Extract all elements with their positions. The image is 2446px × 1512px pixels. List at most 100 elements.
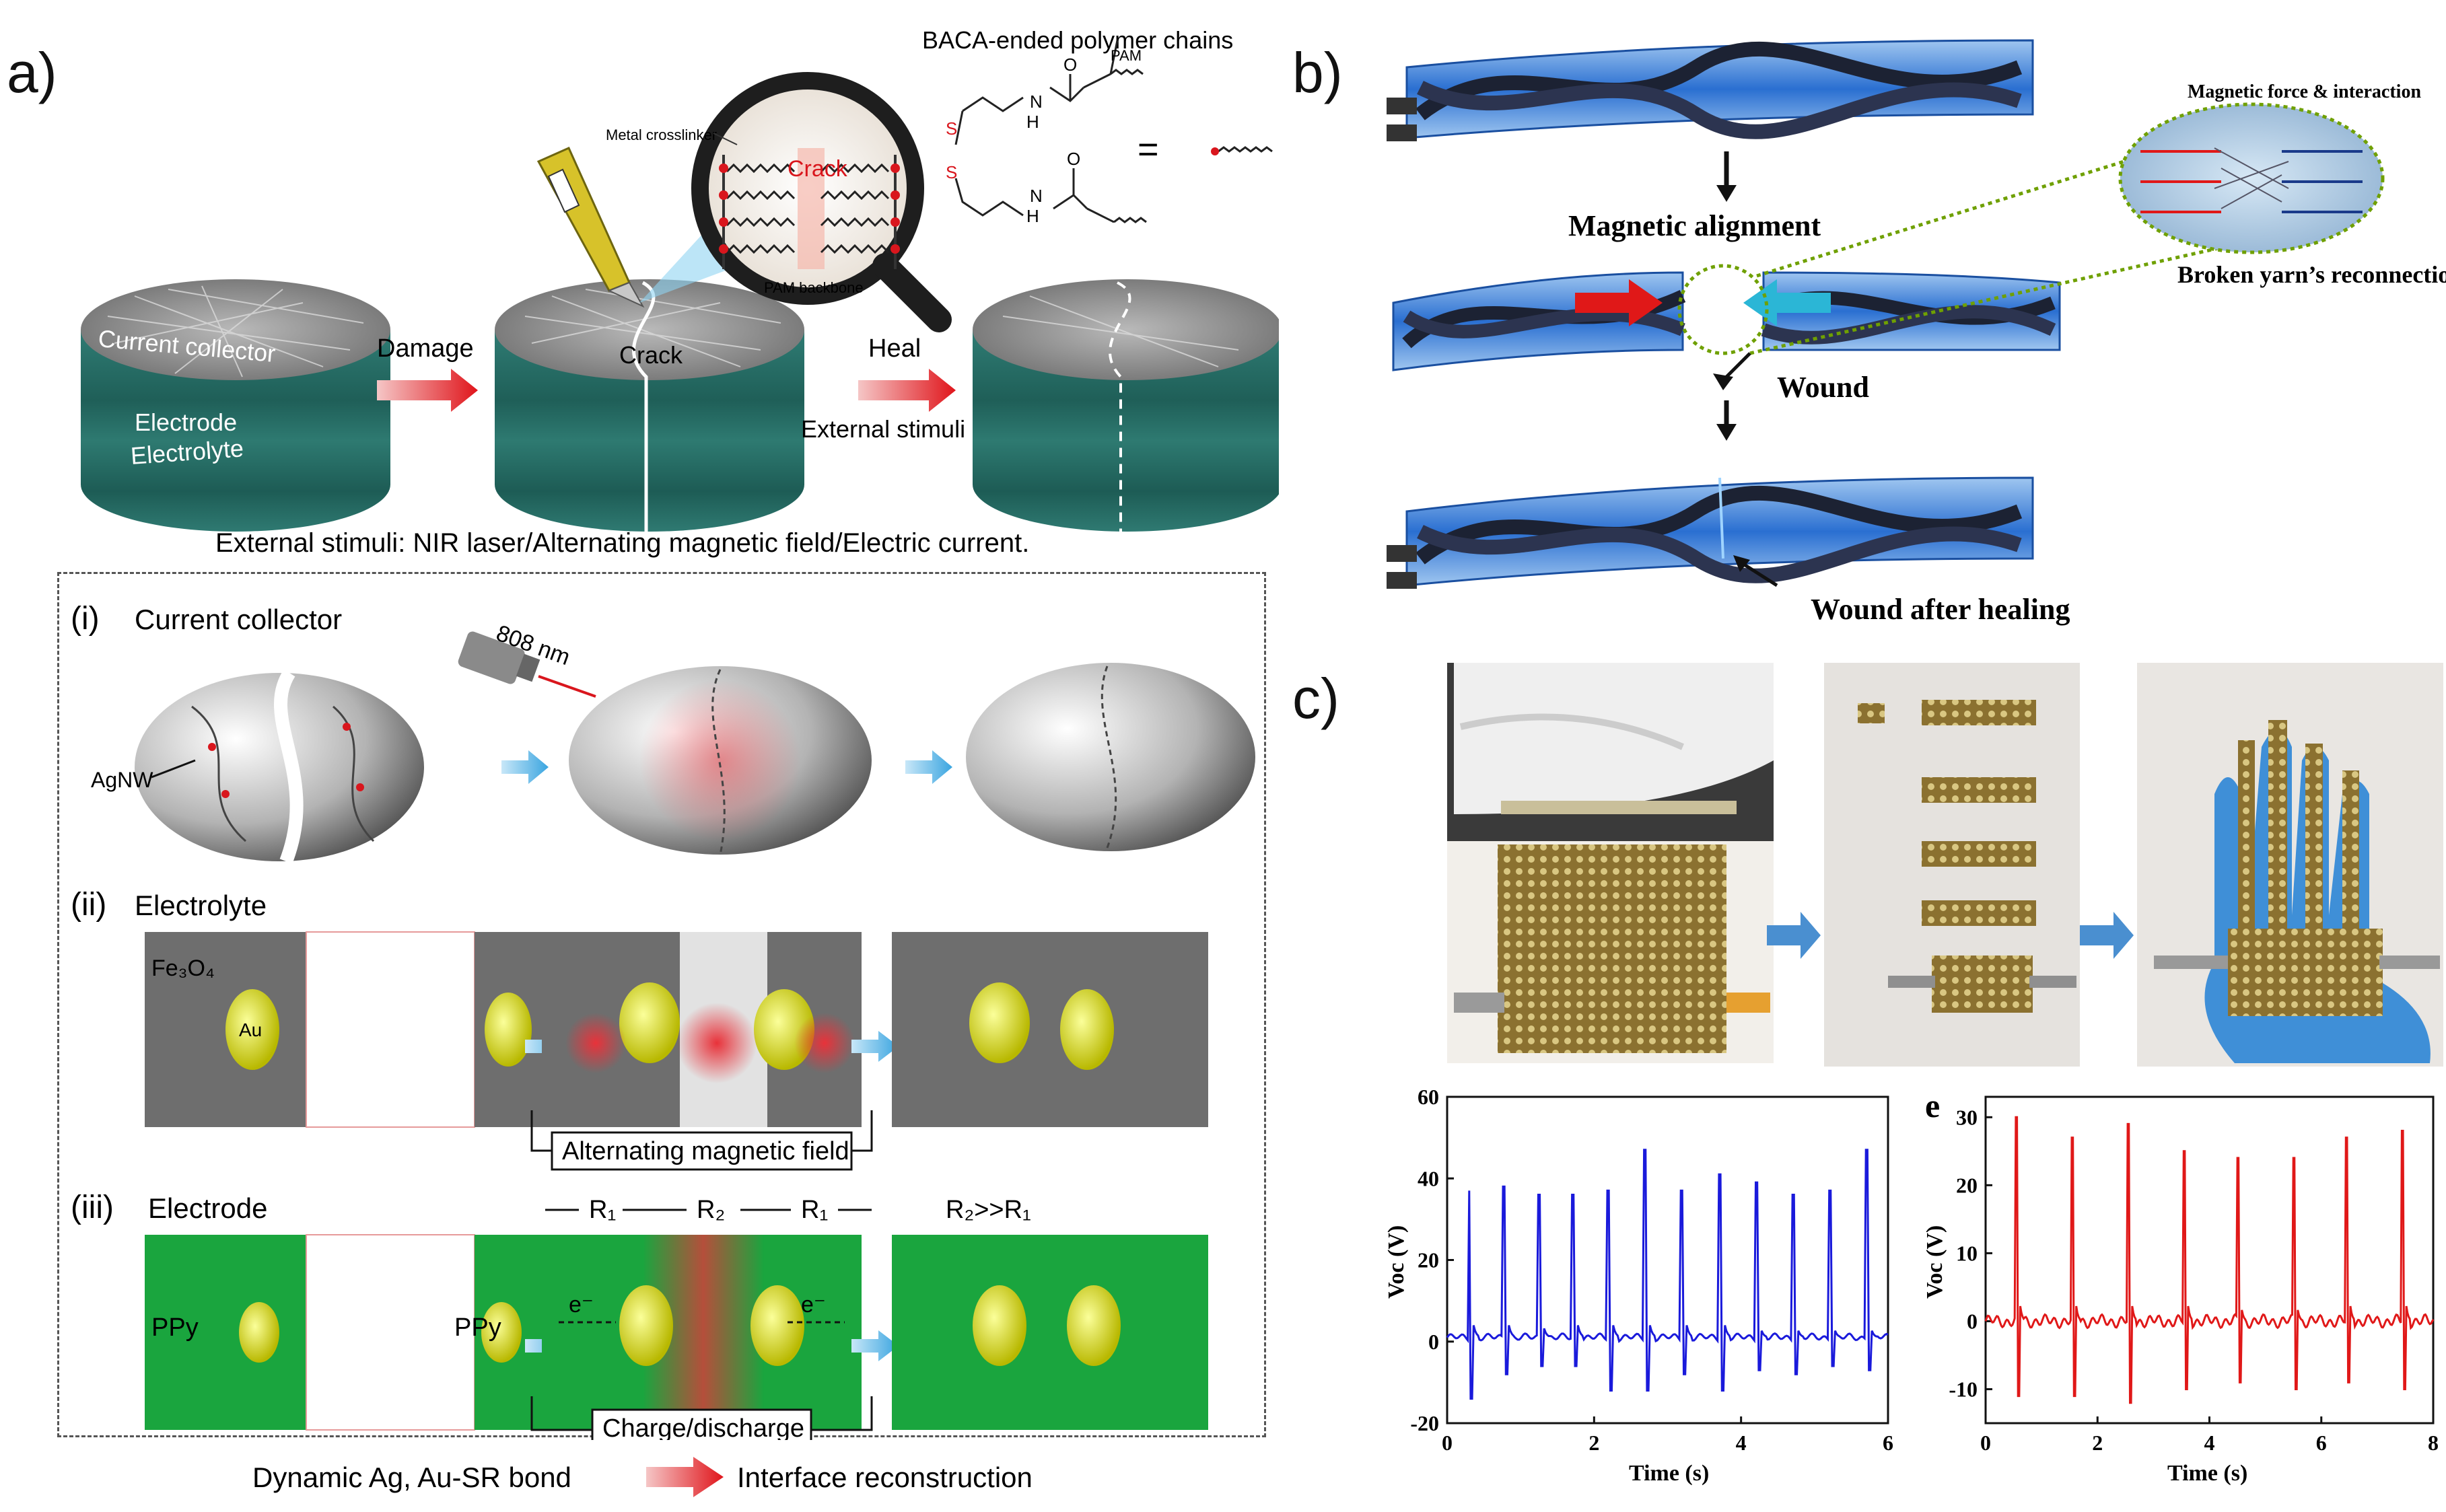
baca-structure — [954, 40, 1273, 223]
label-wound-after: Wound after healing — [1811, 593, 2070, 626]
label-inset-title: Magnetic force & interaction — [2188, 81, 2421, 102]
label-heal: Heal — [868, 334, 921, 363]
label-charge: Charge/discharge — [602, 1414, 804, 1440]
chart-e-xlabel: Time (s) — [2167, 1461, 2247, 1486]
electrolyte-frame-3 — [892, 932, 1208, 1127]
label-metal-crosslinker: Metal crosslinker — [606, 127, 717, 143]
d-xtick-label: 0 — [1442, 1431, 1453, 1455]
label-electrode: Electrode — [135, 408, 237, 436]
chart-e-ylabel: Voc (V) — [1922, 1225, 1947, 1299]
photo-shoe — [1447, 663, 1774, 844]
electrode-frame-3 — [892, 1235, 1208, 1430]
chart-e-series-line — [1984, 1116, 2435, 1404]
e-xtick-label: 0 — [1980, 1431, 1991, 1455]
e-ytick-label: 30 — [1956, 1105, 1978, 1129]
panel-a-top-schematic: Current collector Electrode Electrolyte … — [81, 26, 1279, 558]
d-ytick-label: -20 — [1410, 1411, 1439, 1435]
cylinder-cracked — [495, 279, 804, 532]
label-pam: PAM — [1111, 47, 1142, 64]
stimuli-caption: External stimuli: NIR laser/Alternating … — [215, 528, 1029, 558]
ellipse-i-2 — [569, 666, 872, 855]
label-equals: = — [1138, 129, 1159, 170]
label-crack: Crack — [619, 341, 683, 369]
e-xtick-label: 8 — [2428, 1431, 2439, 1455]
label-agnw: AgNW — [91, 768, 153, 792]
damage-arrow — [377, 369, 478, 412]
legend-right: Interface reconstruction — [737, 1462, 1033, 1493]
panel-a-mechanism: (i) Current collector 808 nm AgNW (ii) E… — [71, 601, 1255, 1440]
chart-d-series-line — [1446, 1149, 1889, 1400]
down-arrow-2 — [1716, 400, 1737, 441]
d-ytick-label: 20 — [1418, 1248, 1439, 1272]
e-ytick-label: 10 — [1956, 1241, 1978, 1265]
label-e-1: e⁻ — [569, 1292, 594, 1318]
arrow-iii-2 — [851, 1330, 899, 1361]
label-inset-caption: Broken yarn’s reconnection — [2177, 261, 2446, 288]
down-arrow-1 — [1716, 151, 1737, 202]
yarn-tube-healed — [1387, 476, 2034, 589]
label-wound: Wound — [1777, 371, 1869, 404]
d-ytick-label: 60 — [1418, 1085, 1439, 1109]
label-ii-title: Electrolyte — [135, 890, 267, 921]
d-ytick-label: 40 — [1418, 1166, 1439, 1190]
label-e-2: e⁻ — [801, 1292, 826, 1318]
chart-e-letter: e — [1925, 1087, 1940, 1124]
label-damage: Damage — [377, 334, 474, 363]
label-s2: S — [946, 162, 957, 182]
label-ii: (ii) — [71, 887, 106, 923]
cylinder-intact — [81, 279, 390, 532]
label-crack-inset: Crack — [788, 156, 848, 182]
electrode-frame-2 — [542, 1235, 862, 1430]
label-r1-b: R₁ — [801, 1196, 828, 1224]
label-r-relation: R₂>>R₁ — [946, 1196, 1031, 1224]
label-magnetic-alignment: Magnetic alignment — [1568, 209, 1821, 242]
heal-arrow — [858, 369, 956, 412]
arrow-c-1 — [1767, 912, 1821, 959]
label-h2: H — [1026, 206, 1039, 226]
d-ytick-label: 0 — [1428, 1330, 1439, 1354]
panel-a-legend: Dynamic Ag, Au-SR bond Interface reconst… — [252, 1457, 1033, 1497]
label-n2: N — [1030, 186, 1043, 206]
arrow-c-2 — [2080, 912, 2134, 959]
label-i: (i) — [71, 601, 100, 637]
e-xtick-label: 2 — [2092, 1431, 2103, 1455]
photo-mat — [1447, 841, 1774, 1063]
label-iii-title: Electrode — [148, 1192, 267, 1224]
d-xtick-label: 6 — [1883, 1431, 1893, 1455]
label-external-stimuli: External stimuli — [801, 415, 965, 443]
chart-e-frame — [1984, 1095, 2435, 1425]
e-ytick-label: 0 — [1967, 1309, 1978, 1333]
e-ytick-label: 20 — [1956, 1173, 1978, 1197]
d-xtick-label: 4 — [1736, 1431, 1747, 1455]
label-fe3o4: Fe₃O₄ — [151, 956, 215, 981]
panel-a-letter: a) — [7, 41, 57, 104]
arrow-ii-2 — [851, 1031, 899, 1062]
label-ppy-1: PPy — [151, 1313, 199, 1342]
panel-b-schematic: Magnetic alignment Magnetic force & inte… — [1387, 39, 2446, 626]
arrow-i-2 — [905, 750, 952, 784]
label-r2: R₂ — [697, 1196, 725, 1224]
label-r1-a: R₁ — [589, 1196, 616, 1224]
cylinder-healed — [973, 279, 1279, 532]
e-ytick-label: -10 — [1949, 1377, 1978, 1401]
photo-strips — [1824, 663, 2080, 1067]
chart-d-ylabel: Voc (V) — [1384, 1225, 1409, 1299]
panel-c-photos — [1447, 663, 2443, 1067]
d-xtick-label: 2 — [1588, 1431, 1599, 1455]
label-pam-backbone: PAM backbone — [764, 279, 864, 296]
chart-d-frame — [1446, 1095, 1889, 1425]
ellipse-i-1 — [135, 669, 424, 864]
legend-left: Dynamic Ag, Au-SR bond — [252, 1462, 571, 1493]
magnifier-inset — [691, 72, 952, 332]
yarn-tube-top — [1387, 39, 2034, 141]
label-o1: O — [1063, 55, 1077, 75]
yarn-tube-broken — [1392, 264, 2061, 371]
photo-glove — [2137, 663, 2443, 1067]
ellipse-i-3 — [966, 663, 1255, 851]
label-iii: (iii) — [71, 1190, 114, 1225]
arrow-i-1 — [501, 750, 549, 784]
label-i-title: Current collector — [135, 604, 342, 635]
laser-icon — [458, 631, 596, 698]
